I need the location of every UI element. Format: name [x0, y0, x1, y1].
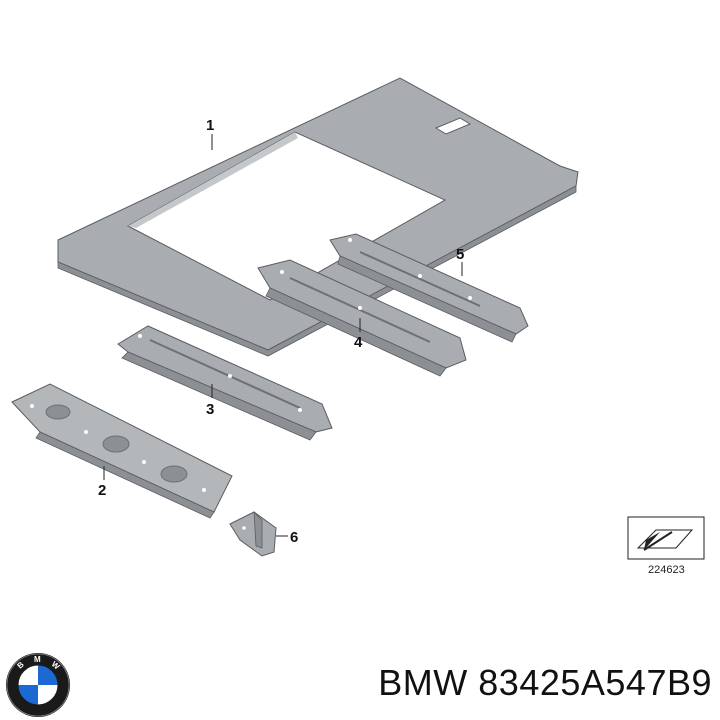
svg-text:M: M [34, 655, 41, 664]
svg-text:W: W [50, 660, 62, 672]
callout-3: 3 [206, 401, 214, 418]
part-number-label: BMW 83425A547B9 [378, 662, 712, 703]
bracket [229, 510, 277, 557]
middle-roof-bow [257, 259, 467, 377]
reference-code: 224623 [648, 564, 685, 576]
front-roof-bow [117, 325, 333, 441]
bmw-logo-icon: B M W [6, 653, 70, 717]
callout-4: 4 [354, 334, 363, 351]
callout-5: 5 [456, 246, 464, 263]
rear-roof-bow [329, 233, 529, 343]
svg-text:B: B [16, 660, 26, 671]
callout-1: 1 [206, 117, 214, 134]
roof-panel [57, 77, 579, 357]
front-panel [11, 383, 233, 519]
callout-6: 6 [290, 529, 298, 546]
reference-symbol [627, 516, 705, 560]
leader-lines [103, 134, 463, 537]
callout-2: 2 [98, 482, 106, 499]
